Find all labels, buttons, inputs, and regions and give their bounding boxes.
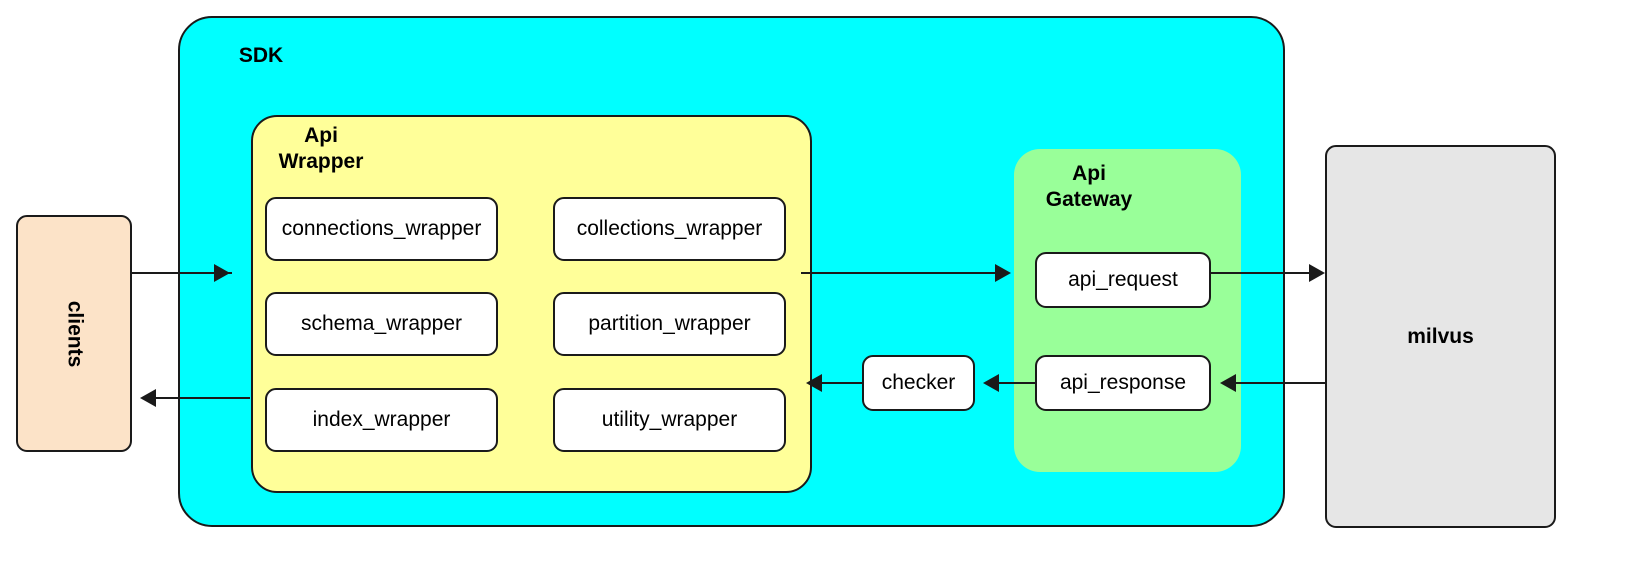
node-label: index_wrapper [312, 408, 451, 431]
node-checker[interactable]: checker [862, 355, 975, 411]
edge-line [991, 382, 1035, 384]
node-label: api_response [1059, 371, 1187, 394]
api-gateway-container[interactable]: Api Gateway [1014, 149, 1241, 472]
node-label: clients [63, 300, 86, 367]
node-clients[interactable]: clients [16, 215, 132, 452]
node-schema-wrapper[interactable]: schema_wrapper [265, 292, 498, 356]
node-label: schema_wrapper [300, 312, 463, 335]
edge-line [818, 382, 862, 384]
node-label: api_request [1068, 268, 1178, 291]
node-utility-wrapper[interactable]: utility_wrapper [553, 388, 786, 452]
arrow-right-icon [1309, 264, 1325, 282]
arrow-left-icon [983, 374, 999, 392]
node-label: checker [881, 371, 956, 394]
edge-line [1211, 272, 1311, 274]
arrow-left-icon [1220, 374, 1236, 392]
edge-line [132, 272, 232, 274]
node-connections-wrapper[interactable]: connections_wrapper [265, 197, 498, 261]
node-label: connections_wrapper [281, 217, 482, 240]
node-label: utility_wrapper [601, 408, 738, 431]
arrow-left-icon [806, 374, 822, 392]
edge-line [801, 272, 997, 274]
node-label: partition_wrapper [588, 312, 751, 335]
arrow-right-icon [214, 264, 230, 282]
node-api-response[interactable]: api_response [1035, 355, 1211, 411]
api-gateway-container-label: Api Gateway [1045, 162, 1133, 211]
edge-line [1228, 382, 1325, 384]
edge-line [148, 397, 250, 399]
node-label: collections_wrapper [576, 217, 763, 240]
node-api-request[interactable]: api_request [1035, 252, 1211, 308]
api-wrapper-container-label: Api Wrapper [278, 124, 364, 173]
node-index-wrapper[interactable]: index_wrapper [265, 388, 498, 452]
arrow-right-icon [995, 264, 1011, 282]
node-milvus[interactable]: milvus [1325, 145, 1556, 528]
node-partition-wrapper[interactable]: partition_wrapper [553, 292, 786, 356]
node-collections-wrapper[interactable]: collections_wrapper [553, 197, 786, 261]
arrow-left-icon [140, 389, 156, 407]
sdk-container-label: SDK [238, 44, 284, 67]
node-label: milvus [1407, 324, 1474, 348]
